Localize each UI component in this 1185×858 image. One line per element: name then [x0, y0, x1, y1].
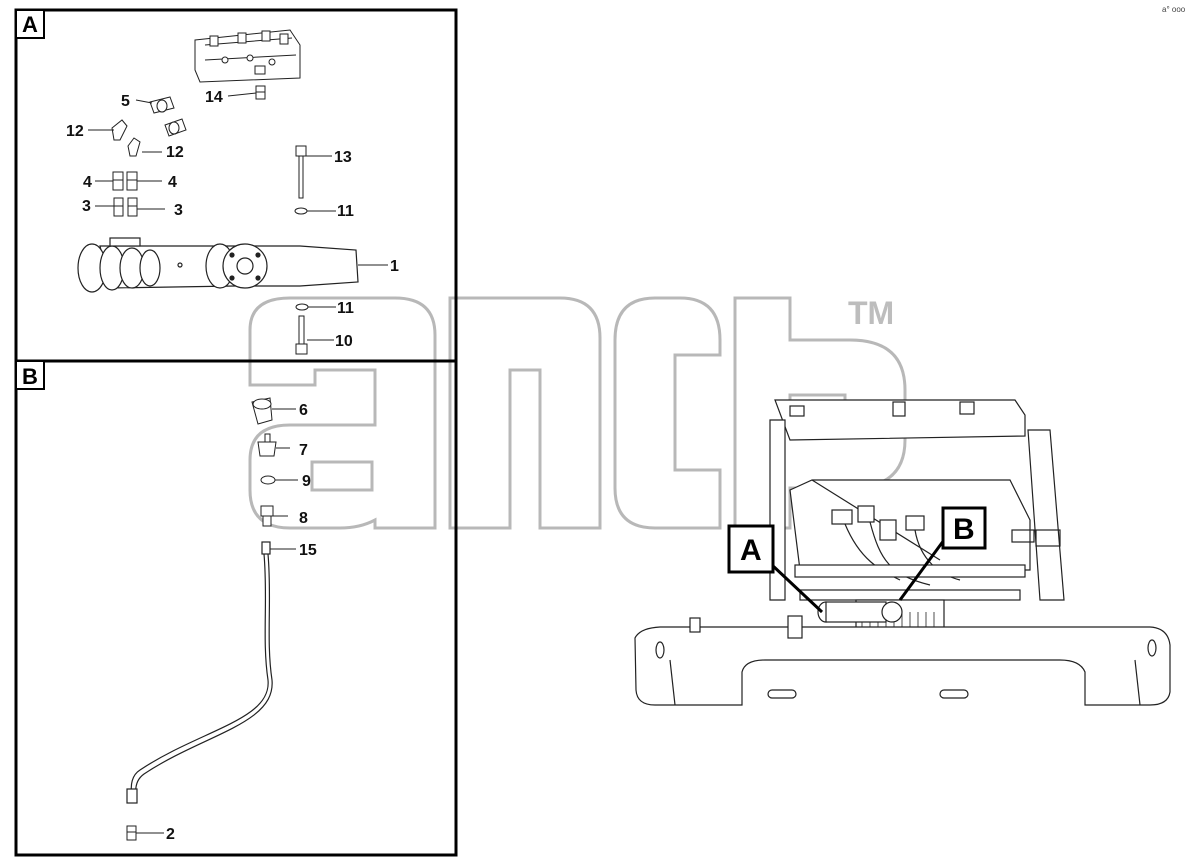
part-number-6: 6 — [299, 402, 308, 419]
section-b-label: B — [22, 364, 38, 389]
hose-end-12-right — [164, 118, 187, 137]
part-number-13: 13 — [334, 149, 352, 166]
callout-a-box: A — [727, 524, 775, 574]
part-number-8: 8 — [299, 510, 308, 527]
fitting-14 — [255, 85, 266, 100]
fitting-3-right — [127, 197, 138, 217]
fitting-3-left — [113, 197, 124, 217]
swing-housing-1 — [77, 237, 359, 293]
washer-9 — [260, 475, 276, 485]
washer-11-bottom — [295, 303, 309, 311]
part-number-2: 2 — [166, 826, 175, 843]
part-number-12-right: 12 — [166, 144, 184, 161]
section-a-tag: A — [15, 9, 45, 39]
section-a-label: A — [22, 12, 38, 37]
detail-frame — [14, 8, 458, 857]
washer-11-top — [294, 207, 308, 215]
part-number-4-left: 4 — [83, 174, 92, 191]
part-number-1: 1 — [390, 258, 399, 275]
fitting-8 — [260, 505, 274, 527]
part-number-3-left: 3 — [82, 198, 91, 215]
part-number-10: 10 — [335, 333, 353, 350]
hose-15 — [126, 541, 273, 804]
control-valve-block — [194, 29, 301, 83]
adapter-4-left — [112, 171, 124, 191]
part-number-11-top: 11 — [337, 203, 354, 220]
breather-7 — [257, 433, 277, 457]
part-number-15: 15 — [299, 542, 317, 559]
section-b-tag: B — [15, 360, 45, 390]
hose-end-5 — [149, 96, 175, 114]
cap-6 — [251, 397, 273, 425]
callout-b-box: B — [941, 506, 987, 550]
bolt-10 — [295, 315, 308, 355]
leader-lines — [88, 92, 388, 834]
part-number-12-left: 12 — [66, 123, 84, 140]
part-number-11-bottom: 11 — [337, 300, 354, 317]
elbow-12-right — [127, 137, 141, 157]
part-number-4-right: 4 — [168, 174, 177, 191]
callout-a-label: A — [740, 534, 762, 567]
part-number-3-right: 3 — [174, 202, 183, 219]
part-number-14: 14 — [205, 89, 223, 106]
fitting-2 — [126, 825, 137, 841]
part-number-9: 9 — [302, 473, 311, 490]
callout-b-leader — [898, 539, 946, 601]
adapter-4-right — [126, 171, 138, 191]
bolt-13 — [295, 145, 307, 199]
elbow-12-left — [111, 119, 128, 141]
callout-b-label: B — [953, 513, 975, 546]
part-number-7: 7 — [299, 442, 308, 459]
trademark-text: TM — [848, 295, 894, 331]
machine-overview — [634, 399, 1171, 706]
callout-a-leader — [770, 563, 824, 614]
part-number-5: 5 — [121, 93, 130, 110]
corner-mark: a° ooo — [1162, 5, 1185, 14]
